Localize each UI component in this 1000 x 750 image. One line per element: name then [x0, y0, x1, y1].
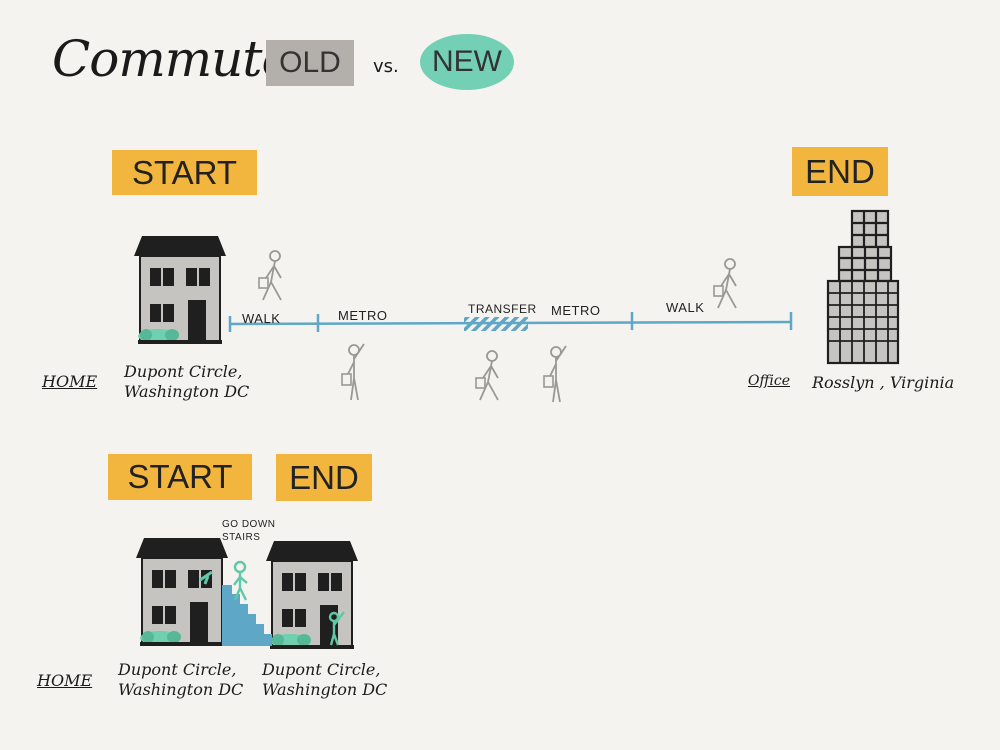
wave-figure-icon — [199, 570, 213, 585]
office-location: Rosslyn , Virginia — [812, 373, 955, 392]
arrival-figure-icon — [328, 611, 345, 646]
new-home-label: HOME — [37, 671, 93, 690]
go-down-stairs-label: GO DOWN STAIRS — [222, 519, 276, 543]
segment-walk-1: WALK — [242, 311, 281, 326]
new-end-box: END — [276, 454, 372, 501]
vs-label: vs. — [373, 56, 399, 77]
transfer-hatch — [464, 317, 528, 331]
walker-icon-1 — [258, 250, 282, 301]
office-label: Office — [748, 373, 790, 389]
office-building-icon — [826, 209, 900, 365]
segment-walk-2: WALK — [666, 300, 705, 315]
old-home-label: HOME — [42, 372, 98, 391]
old-start-box: START — [112, 150, 257, 195]
old-home-location: Dupont Circle, Washington DC — [124, 362, 250, 401]
new-end-location: Dupont Circle, Washington DC — [262, 660, 388, 699]
new-start-box: START — [108, 454, 252, 500]
segment-transfer: TRANSFER — [468, 302, 537, 316]
metro-rider-icon-2 — [543, 345, 567, 403]
segment-metro-1: METRO — [338, 308, 388, 323]
new-commuter-icon — [233, 560, 248, 601]
new-start-location: Dupont Circle, Washington DC — [118, 660, 244, 699]
new-end-house-icon — [265, 540, 359, 650]
page-title: Commute: — [52, 30, 307, 88]
old-end-box: END — [792, 147, 888, 196]
walker-icon-3 — [713, 258, 737, 309]
segment-metro-2: METRO — [551, 303, 601, 318]
stairs-icon — [222, 585, 272, 646]
walker-icon-2 — [475, 350, 499, 401]
metro-rider-icon-1 — [341, 343, 365, 401]
old-tag: OLD — [266, 40, 354, 86]
new-tag: NEW — [420, 34, 514, 90]
old-home-house-icon — [133, 235, 227, 345]
new-start-house-icon — [135, 537, 229, 647]
